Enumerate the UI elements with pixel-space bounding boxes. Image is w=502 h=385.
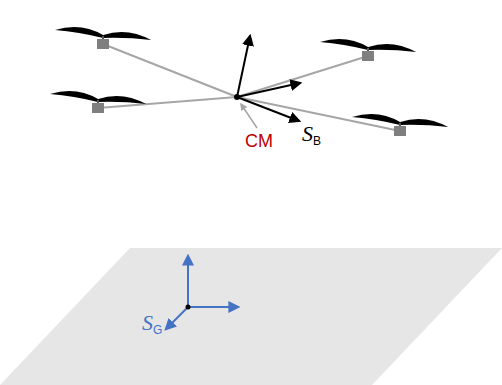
drone-arm	[103, 44, 237, 97]
propeller-blade	[400, 114, 449, 135]
propeller-blade	[368, 39, 417, 60]
motor	[362, 51, 374, 61]
propeller-blade	[50, 91, 98, 102]
propeller-shaft	[399, 123, 401, 126]
propeller-shaft	[367, 48, 369, 51]
motor	[92, 103, 104, 113]
propeller-shaft	[97, 100, 99, 103]
motor	[394, 126, 406, 136]
propeller-blade	[352, 114, 400, 125]
frame-label: SB	[302, 123, 321, 147]
propeller-blade	[320, 39, 368, 50]
ground-frame	[166, 256, 238, 329]
body-frame-axis	[237, 97, 299, 121]
drone-arm	[237, 97, 400, 131]
frame-label: SG	[142, 312, 162, 336]
cm-label: CM	[245, 132, 273, 150]
propeller-blade	[103, 27, 152, 48]
ground-plane	[0, 248, 502, 385]
quadcopter	[50, 27, 449, 136]
center-of-mass	[234, 94, 240, 100]
body-frame-axis	[237, 83, 300, 97]
drone-arm	[237, 56, 368, 97]
leader-line	[241, 104, 257, 128]
propeller-blade	[55, 27, 103, 38]
motor	[97, 39, 109, 49]
propeller-shaft	[102, 36, 104, 39]
body-frame-axis	[237, 36, 250, 97]
propeller-blade	[98, 91, 147, 112]
